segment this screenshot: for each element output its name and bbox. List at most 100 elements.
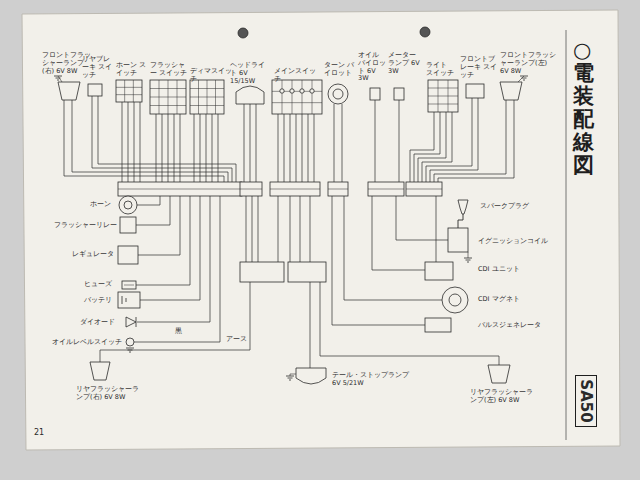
wire: [252, 196, 253, 262]
switch-grid-line: [116, 94, 142, 95]
spark-plug-symbol: [458, 200, 468, 214]
ground-symbol: [467, 262, 469, 263]
part-label: ディマスイッチ: [190, 68, 236, 84]
part-label: CDI ユニット: [478, 266, 538, 274]
wire: [296, 114, 297, 182]
model-code: SA50: [575, 375, 597, 427]
switch-grid-line: [312, 80, 313, 114]
wire: [290, 114, 291, 182]
wire: [302, 114, 303, 182]
wire: [244, 104, 245, 182]
wire: [332, 196, 425, 325]
wire: [396, 196, 448, 240]
flasher-lamp-symbol: [90, 362, 110, 380]
pilot-meter-symbol: [333, 89, 343, 99]
magneto-symbol: [449, 294, 461, 306]
part-label: パルスジェネレータ: [478, 322, 544, 330]
connector-block: [368, 182, 404, 196]
wire: [98, 96, 236, 182]
switch-table: [190, 80, 224, 114]
brake-switch-symbol: [466, 84, 484, 98]
part-label: ホーン: [90, 201, 118, 209]
wire: [290, 196, 291, 262]
part-label: ヒューズ: [84, 281, 118, 289]
battery-cell: [122, 296, 123, 304]
part-label: テール・ストップランプ 6V 5/21W: [332, 372, 410, 388]
switch-grid-line: [190, 97, 224, 98]
lamp-ground-lead: [58, 76, 62, 82]
switch-grid-line: [428, 104, 458, 105]
part-label: イグニッションコイル: [478, 238, 550, 246]
switch-grid-line: [150, 97, 186, 98]
wire: [134, 196, 220, 342]
horn-symbol: [119, 196, 137, 214]
part-label: リヤフラッシャーランプ(左) 6V 8W: [470, 389, 536, 405]
part-label: フロントフラッシャーランプ(左) 6V 8W: [500, 52, 556, 75]
paper-page: [22, 10, 620, 450]
connector-divider: [118, 189, 242, 190]
part-label: オイルレベルスイッチ: [52, 339, 122, 347]
connector-block: [328, 182, 348, 196]
ground-symbol: [126, 348, 134, 349]
wire: [308, 114, 309, 182]
diode-bar: [136, 317, 137, 327]
wire: [422, 112, 452, 182]
part-label: フラッシャーリレー: [54, 222, 118, 230]
part-label: スパークプラグ: [480, 203, 540, 211]
ground-symbol: [288, 378, 293, 379]
wire: [342, 104, 343, 182]
wire: [246, 196, 247, 262]
switch-contact: [280, 89, 284, 93]
wire: [256, 104, 257, 182]
part-label: CDI マグネト: [478, 296, 538, 304]
part-label: ヘッドライト 6V 15/15W: [230, 62, 270, 85]
wire: [250, 104, 251, 182]
wire: [310, 282, 311, 368]
punch-hole: [238, 28, 248, 38]
battery-cell: [126, 298, 127, 302]
wire: [134, 102, 135, 182]
wire: [137, 196, 160, 205]
connector-divider: [328, 189, 348, 190]
oil-switch-symbol: [126, 338, 134, 346]
flasher-lamp-symbol: [500, 82, 522, 100]
switch-table: [150, 80, 186, 114]
part-label: ダイオード: [80, 319, 120, 327]
switch-grid-line: [282, 80, 283, 114]
main-switch-table: [272, 80, 322, 114]
pilot-meter-symbol: [328, 84, 348, 104]
wire: [284, 114, 285, 182]
punch-hole: [420, 27, 430, 37]
part-label: ライト スイッチ: [426, 62, 456, 78]
pilot-lamp-symbol: [394, 88, 404, 100]
switch-grid-line: [116, 87, 142, 88]
switch-table: [428, 80, 458, 112]
brake-switch-symbol: [88, 84, 102, 96]
ignition-coil-symbol: [448, 228, 468, 252]
switch-grid-line: [428, 88, 458, 89]
switch-grid-line: [190, 105, 224, 106]
connector-block: [288, 262, 326, 282]
wire: [438, 100, 514, 182]
part-label: ターン パイロット: [324, 62, 356, 78]
lamp-ground-lead: [518, 76, 524, 82]
switch-contact: [300, 89, 304, 93]
connector-block: [406, 182, 442, 196]
part-label: リヤブレーキ スイッチ: [82, 56, 116, 79]
connector-block: [240, 182, 262, 196]
pulse-unit-symbol: [425, 318, 451, 332]
switch-grid-line: [292, 80, 293, 114]
wire: [140, 102, 141, 182]
cdi-unit-symbol: [425, 262, 453, 280]
relay-symbol: [120, 217, 136, 233]
wire: [92, 96, 232, 182]
wire: [310, 196, 311, 262]
switch-grid-line: [150, 105, 186, 106]
connector-divider: [270, 189, 320, 190]
part-label: オイル パイロット 6V 3W: [358, 52, 386, 83]
ground-lead: [468, 252, 469, 258]
part-label: メーター ランプ 6V 3W: [388, 52, 422, 75]
ground-symbol: [57, 80, 59, 81]
part-label: アース: [226, 336, 252, 344]
